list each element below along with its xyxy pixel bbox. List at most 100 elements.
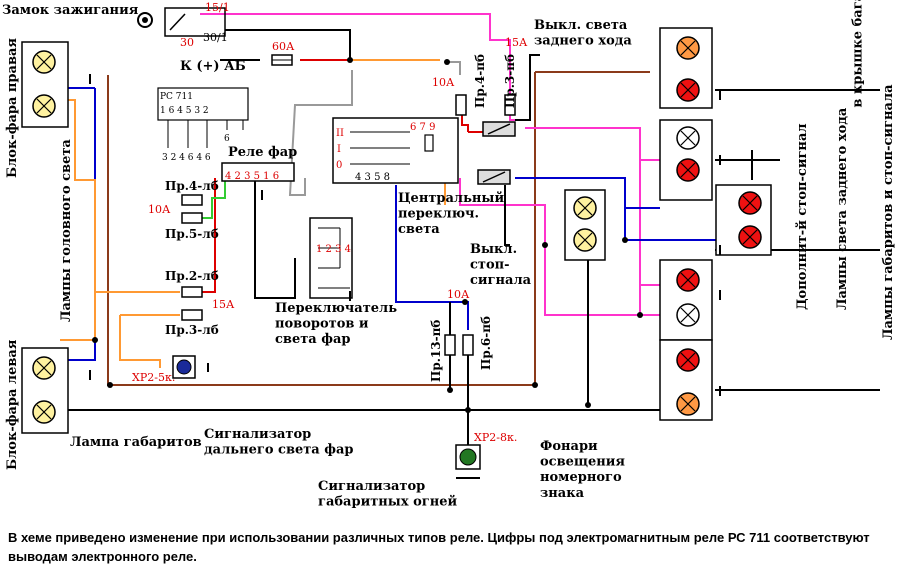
- wire-pink-right: [525, 127, 660, 316]
- lamp-icon: [32, 50, 56, 74]
- lamp-icon: [32, 94, 56, 118]
- lamp-icon: [573, 196, 597, 220]
- wire-blue-center: [395, 185, 469, 330]
- fuse-pr3-lb: [181, 309, 203, 321]
- fuses: [181, 94, 516, 356]
- fuse-pr2-lb: [181, 286, 203, 298]
- label-fuse-15a-top: 15А: [505, 36, 528, 49]
- caption: В хеме приведено изменение при использов…: [8, 530, 870, 564]
- fuse-pr6-pb: [462, 334, 474, 356]
- label-pin-30: 30: [180, 36, 194, 49]
- ignition-lock: [137, 7, 226, 37]
- diagram-canvas: Замок зажигания 15/1 30 30/1 60А К (+) А…: [2, 0, 896, 510]
- junctions: [92, 57, 643, 413]
- label-xp2-8k: ХР2-8к.: [474, 431, 517, 444]
- label-ignition-lock: Замок зажигания: [2, 3, 139, 18]
- label-fuse-pr3-lb: Пр.3-лб: [165, 323, 219, 337]
- label-block-right: Блок-фара правая: [5, 38, 20, 178]
- label-central-switch-pins-top: 6 7 9: [410, 122, 435, 133]
- lamp-icon: [676, 303, 700, 327]
- label-central-switch-pos-1: I: [337, 144, 341, 155]
- label-reverse-lamps: Лампы света заднего ходав крышке багажни…: [835, 0, 866, 310]
- wire-brown-main: [107, 72, 536, 386]
- wire-black-relay: [254, 178, 296, 299]
- label-central-switch-pos-2: II: [336, 128, 344, 139]
- label-battery: К (+) АБ: [180, 59, 246, 74]
- lamp-icon: [676, 392, 700, 416]
- wire-gray-top: [447, 61, 461, 75]
- fuse-pr3-pb: [504, 94, 516, 116]
- lamp-icon: [676, 268, 700, 292]
- wire-black-rev: [515, 54, 540, 121]
- label-xp2-5k: ХР2-5к.: [132, 371, 175, 384]
- lamp-icon: [32, 400, 56, 424]
- label-fuse-pr2-lb: Пр.2-лб: [165, 269, 219, 283]
- lamp-icon: [676, 78, 700, 102]
- wire-orange-left: [60, 99, 96, 341]
- label-fuse-pr5-lb: Пр.5-лб: [165, 227, 219, 241]
- label-pin-15-1: 15/1: [205, 1, 230, 14]
- label-extra-stop: Дополнит-й стоп-сигнал: [795, 123, 810, 310]
- lamp-icon: [573, 228, 597, 252]
- label-fuse-pr3-pb: Пр.3-пб: [503, 54, 517, 108]
- label-fuse-60a: 60А: [272, 40, 295, 53]
- label-side-stop-lamps: Лампы габаритов и стоп-сигнала: [881, 84, 896, 340]
- lamp-icon: [32, 356, 56, 380]
- label-fuse-10a-top: 10А: [432, 76, 455, 89]
- label-headlight-relay: Реле фар: [228, 145, 297, 160]
- label-central-switch-pos-0: 0: [336, 160, 342, 171]
- label-block-left: Блок-фара левая: [5, 339, 20, 470]
- label-fuse-10a-center: 10А: [447, 288, 470, 301]
- lamp-icon: [676, 126, 700, 150]
- label-fuse-pr4-pb: Пр.4-пб: [473, 54, 487, 108]
- wire-15-1-pink: [200, 13, 511, 60]
- lamp-icon: [738, 225, 762, 249]
- headlight-relay: [221, 162, 295, 182]
- central-switch: [332, 117, 459, 184]
- fuse-pr13-pb: [444, 334, 456, 356]
- lamps: [32, 36, 762, 424]
- label-relay-pins: 4 2 3 5 1 6: [225, 171, 279, 182]
- rs711-relay: [157, 87, 249, 148]
- label-rs711: РС 711: [160, 92, 193, 102]
- fuse-60a: [271, 54, 293, 66]
- label-stop-switch: Выкл.стоп-сигнала: [470, 242, 532, 288]
- fuse-pr4-pb: [455, 94, 467, 116]
- label-side-lamp: Лампа габаритов: [70, 435, 202, 450]
- switches: [477, 121, 516, 185]
- wire-green: [200, 178, 226, 219]
- wire-blue-left-top: [60, 88, 96, 361]
- label-rs711-pins-top: 1 6 4 5 3 2: [160, 106, 209, 116]
- wire-orange-left3: [119, 315, 161, 368]
- turn-switch: [309, 217, 353, 299]
- wire-gray: [288, 70, 353, 196]
- lamp-icon: [676, 158, 700, 182]
- ground-icons: [89, 74, 721, 479]
- wire-pink-bottom: [459, 178, 640, 316]
- wire-fuse-pb-red: [461, 115, 469, 132]
- lamp-icon: [738, 191, 762, 215]
- label-turn-switch-pins: 1 2 3 4: [316, 244, 351, 255]
- label-rs711-pins-extra: 6: [224, 134, 230, 144]
- label-pin-30-1: 30/1: [203, 31, 228, 44]
- label-rs711-pins-bottom: 3 2 4 6 4 6: [162, 153, 211, 163]
- label-fuse-10a-left: 10А: [148, 203, 171, 216]
- wire-red-pr2: [200, 178, 216, 293]
- label-fuse-15a-left: 15А: [212, 298, 235, 311]
- label-central-switch-pins-bottom: 4 3 5 8: [355, 172, 390, 183]
- indicators: [172, 355, 481, 470]
- fuse-pr5-lb: [181, 212, 203, 224]
- label-fuse-pr4-lb: Пр.4-лб: [165, 179, 219, 193]
- fuse-pr4-lb: [181, 194, 203, 206]
- lamp-icon: [676, 348, 700, 372]
- label-fuse-pr13-pb: Пр.13-пб: [429, 320, 443, 382]
- label-fuse-pr6-pb: Пр.6-пб: [479, 316, 493, 370]
- label-headlamp-lamps: Лампы головного света: [59, 139, 74, 322]
